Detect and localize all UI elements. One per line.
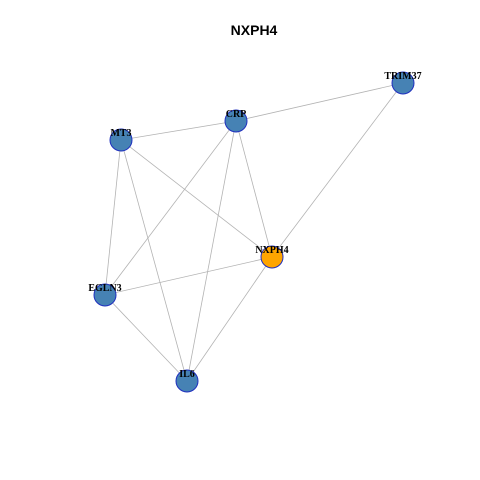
node-nxph4: NXPH4	[255, 245, 289, 269]
edge-trim37-crp	[235, 82, 404, 122]
node-mt3: MT3	[109, 128, 133, 152]
node-circle	[93, 283, 117, 307]
edge-nxph4-il6	[186, 256, 273, 382]
node-circle	[224, 109, 248, 133]
node-label: IL6	[179, 369, 195, 380]
edge-layer	[104, 82, 404, 382]
node-label: CRP	[226, 109, 247, 120]
edge-mt3-egln3	[104, 139, 122, 296]
node-label: NXPH4	[255, 245, 288, 256]
node-il6: IL6	[175, 369, 199, 393]
edge-egln3-il6	[104, 294, 188, 382]
node-label: MT3	[110, 128, 131, 139]
node-circle	[391, 71, 415, 95]
graph-title: NXPH4	[231, 22, 278, 38]
edge-trim37-nxph4	[271, 82, 404, 258]
node-label: TRIM37	[384, 71, 421, 82]
edge-crp-nxph4	[235, 120, 273, 258]
node-circle	[175, 369, 199, 393]
edge-mt3-nxph4	[120, 139, 273, 258]
edge-crp-egln3	[104, 120, 237, 296]
node-label: EGLN3	[88, 283, 121, 294]
edge-mt3-il6	[120, 139, 188, 382]
node-egln3: EGLN3	[88, 283, 122, 307]
node-circle	[109, 128, 133, 152]
node-circle	[260, 245, 284, 269]
node-crp: CRP	[224, 109, 248, 133]
edge-crp-il6	[186, 120, 237, 382]
node-trim37: TRIM37	[384, 71, 422, 95]
edge-nxph4-egln3	[104, 256, 273, 296]
edge-crp-mt3	[120, 120, 237, 141]
